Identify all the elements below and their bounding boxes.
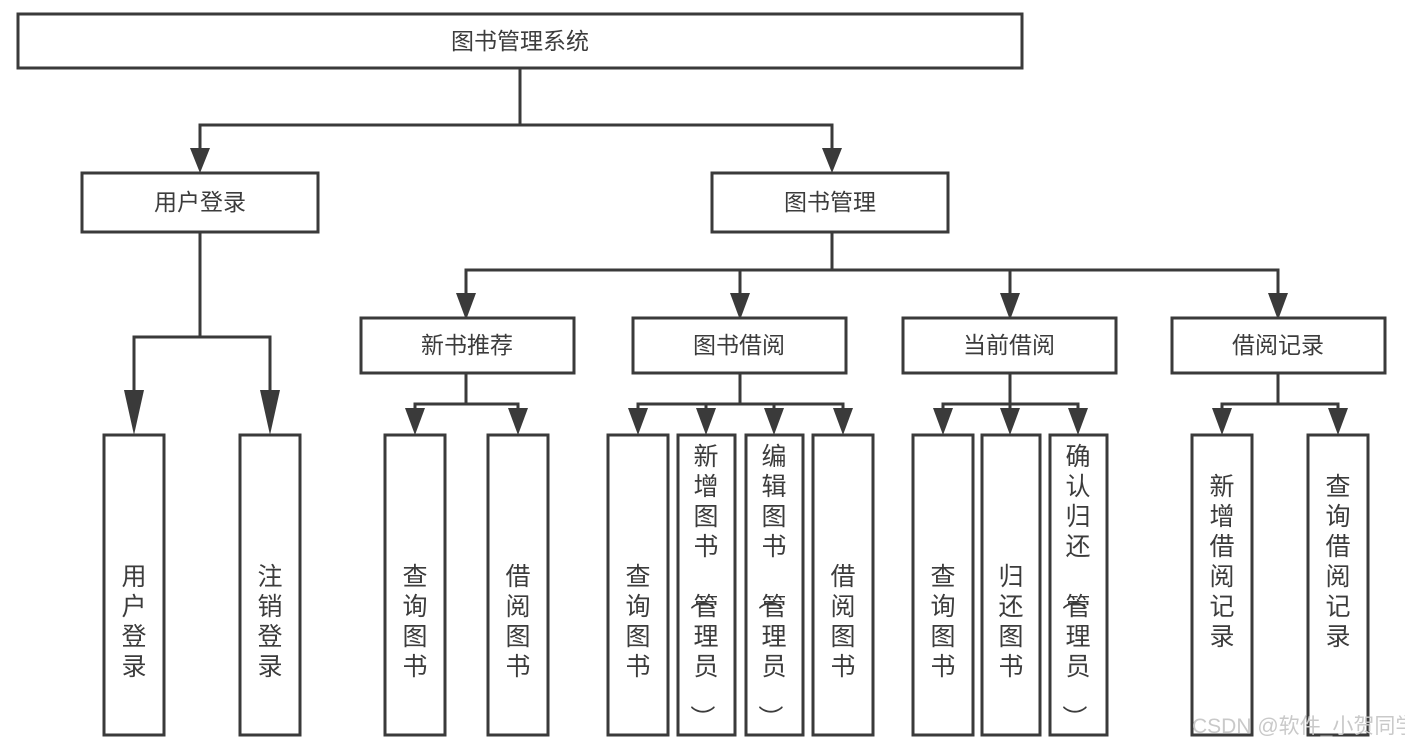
arrowhead-new-book-leaf-1	[405, 408, 425, 435]
node-leaf-user-logout-label: 注销登录	[257, 563, 282, 681]
node-leaf-borrow-book-1-box	[486, 433, 550, 737]
node-leaf-edit-book-label: 编辑图书（管理员）	[755, 443, 786, 730]
node-book-borrow[interactable]: 图书借阅	[631, 316, 848, 375]
node-leaf-query-record-label: 查询借阅记录	[1325, 473, 1350, 651]
node-current-borrow[interactable]: 当前借阅	[901, 316, 1118, 375]
node-leaf-query-record-box	[1306, 433, 1370, 737]
node-book-management-label: 图书管理	[784, 189, 876, 215]
arrowhead-user-login-leaf-2	[260, 390, 280, 435]
arrowhead-current-borrow-leaf-3	[1068, 408, 1088, 435]
node-leaf-add-record-box	[1190, 433, 1254, 737]
node-leaf-user-login[interactable]: 用户登录	[102, 433, 166, 737]
node-leaf-user-login-label: 用户登录	[121, 563, 146, 681]
node-current-borrow-label: 当前借阅	[963, 332, 1055, 358]
arrowhead-borrow-record-leaf-1	[1212, 408, 1232, 435]
node-leaf-borrow-book-2-label: 借阅图书	[830, 563, 855, 681]
node-leaf-return-book[interactable]: 归还图书	[980, 433, 1042, 737]
node-leaf-query-book-3-box	[911, 433, 975, 737]
node-leaf-query-book-1[interactable]: 查询图书	[383, 433, 447, 737]
arrowhead-root-to-user-login	[190, 148, 210, 173]
arrowhead-book-borrow-leaf-2	[696, 408, 716, 435]
node-leaf-user-logout-box	[238, 433, 302, 737]
node-leaf-borrow-book-2[interactable]: 借阅图书	[811, 433, 875, 737]
node-leaf-edit-book[interactable]: 编辑图书（管理员）	[744, 433, 805, 737]
leaf-nodes-layer: 用户登录 注销登录 查询图书 借阅图书 查询图书 新增图书（管理员） 编辑图书（…	[102, 433, 1370, 737]
arrowhead-book-borrow-leaf-1	[628, 408, 648, 435]
node-leaf-query-book-2-box	[606, 433, 670, 737]
arrowhead-user-login-leaf-1	[124, 390, 144, 435]
connectors-layer	[124, 66, 1348, 435]
node-leaf-user-login-box	[102, 433, 166, 737]
node-book-management-box	[710, 171, 950, 234]
node-leaf-add-book[interactable]: 新增图书（管理员）	[676, 433, 737, 737]
node-user-login-box	[80, 171, 320, 234]
node-borrow-record[interactable]: 借阅记录	[1170, 316, 1387, 375]
node-leaf-add-record[interactable]: 新增借阅记录	[1190, 433, 1254, 737]
node-leaf-query-book-1-label: 查询图书	[402, 563, 427, 681]
node-leaf-query-book-2-label: 查询图书	[625, 563, 650, 681]
node-leaf-borrow-book-2-box	[811, 433, 875, 737]
node-leaf-confirm-return-box	[1048, 433, 1109, 737]
arrowhead-book-borrow-leaf-3	[764, 408, 784, 435]
node-new-book-recommend[interactable]: 新书推荐	[359, 316, 576, 375]
node-leaf-borrow-book-1-label: 借阅图书	[505, 563, 530, 681]
node-leaf-add-book-label: 新增图书（管理员）	[687, 443, 718, 730]
node-leaf-query-book-2[interactable]: 查询图书	[606, 433, 670, 737]
node-borrow-record-box	[1170, 316, 1387, 375]
node-borrow-record-label: 借阅记录	[1232, 332, 1324, 358]
arrowhead-bm-book-borrow	[730, 293, 750, 320]
node-new-book-recommend-label: 新书推荐	[421, 332, 513, 358]
node-book-management[interactable]: 图书管理	[710, 171, 950, 234]
node-leaf-return-book-box	[980, 433, 1042, 737]
node-leaf-query-book-1-box	[383, 433, 447, 737]
node-book-borrow-box	[631, 316, 848, 375]
arrowhead-borrow-record-leaf-2	[1328, 408, 1348, 435]
arrowhead-current-borrow-leaf-1	[933, 408, 953, 435]
arrowhead-bm-new-book-recommend	[456, 293, 476, 320]
node-user-login-label: 用户登录	[154, 189, 246, 215]
node-leaf-borrow-book-1[interactable]: 借阅图书	[486, 433, 550, 737]
node-leaf-return-book-label: 归还图书	[998, 563, 1023, 681]
node-leaf-add-record-label: 新增借阅记录	[1209, 473, 1234, 651]
node-root-label: 图书管理系统	[451, 28, 589, 54]
arrowhead-current-borrow-leaf-2	[1000, 408, 1020, 435]
node-book-borrow-label: 图书借阅	[693, 332, 785, 358]
node-leaf-confirm-return-label: 确认归还（管理员）	[1059, 443, 1090, 730]
arrowhead-new-book-leaf-2	[508, 408, 528, 435]
arrowhead-book-borrow-leaf-4	[833, 408, 853, 435]
node-leaf-confirm-return[interactable]: 确认归还（管理员）	[1048, 433, 1109, 737]
node-root-box	[16, 12, 1024, 70]
node-leaf-query-book-3-label: 查询图书	[930, 563, 955, 681]
node-leaf-query-book-3[interactable]: 查询图书	[911, 433, 975, 737]
node-user-login[interactable]: 用户登录	[80, 171, 320, 234]
node-root-system[interactable]: 图书管理系统	[16, 12, 1024, 70]
node-current-borrow-box	[901, 316, 1118, 375]
arrowhead-bm-current-borrow	[1000, 293, 1020, 320]
node-leaf-edit-book-box	[744, 433, 805, 737]
node-leaf-add-book-box	[676, 433, 737, 737]
node-leaf-user-logout[interactable]: 注销登录	[238, 433, 302, 737]
node-leaf-query-record[interactable]: 查询借阅记录	[1306, 433, 1370, 737]
node-new-book-recommend-box	[359, 316, 576, 375]
arrowhead-bm-borrow-record	[1268, 293, 1288, 320]
arrowhead-root-to-book-management	[822, 148, 842, 173]
csdn-watermark: CSDN @软件_小贺同学	[1192, 715, 1405, 738]
